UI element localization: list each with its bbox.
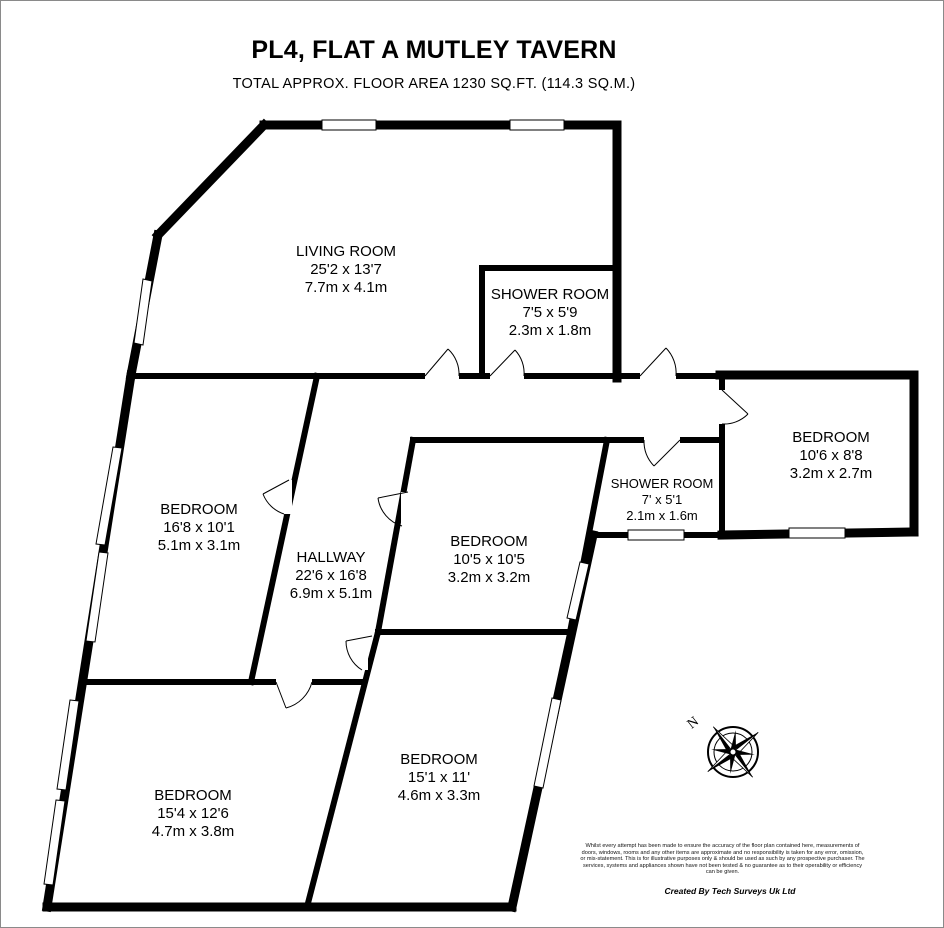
door-living-room [424,348,460,380]
bedroom-middle-name: BEDROOM [450,533,528,550]
window-living-top-1 [321,119,377,131]
window-west-upper [133,278,153,346]
shower-room-2-name: SHOWER ROOM [611,476,714,491]
door-shower-room-2 [643,436,681,467]
window-southwest-bedroom-2 [43,799,66,886]
window-shower2-bottom [627,529,685,541]
shower-room-2-metric: 2.1m x 1.6m [626,508,698,523]
door-shower-room-1 [489,349,525,380]
wall-hallway-west [247,372,321,686]
disclaimer-text: Whilst every attempt has been made to en… [580,843,865,876]
window-middle-bedroom [566,561,590,621]
living-room-imperial: 25'2 x 13'7 [310,261,382,278]
window-west-bedroom [95,446,123,546]
bedroom-south-name: BEDROOM [400,751,478,768]
bedroom-southwest-name: BEDROOM [154,787,232,804]
hallway-name: HALLWAY [297,549,366,566]
credit-text: Created By Tech Surveys Uk Ltd [664,886,796,896]
window-southwest-bedroom [56,699,80,791]
room-labels: LIVING ROOM 25'2 x 13'7 7.7m x 4.1m SHOW… [152,243,873,840]
door-east-bedroom [718,389,749,425]
bedroom-east-imperial: 10'6 x 8'8 [799,447,862,464]
door-south-bedroom [345,635,373,671]
hallway-imperial: 22'6 x 16'8 [295,567,367,584]
door-west-bedroom [262,479,292,515]
bedroom-west-imperial: 16'8 x 10'1 [163,519,235,536]
hallway-metric: 6.9m x 5.1m [290,585,373,602]
bedroom-west-name: BEDROOM [160,501,238,518]
bedroom-east-metric: 3.2m x 2.7m [790,465,873,482]
doors [262,347,749,709]
shower-room-2-imperial: 7' x 5'1 [642,492,682,507]
windows [43,119,846,886]
wall-living-diagonal [151,118,271,242]
wall-middle-bedroom-left [374,436,417,636]
plan-title: PL4, FLAT A MUTLEY TAVERN [251,36,617,64]
compass-north-label: N [685,714,702,732]
door-middle-bedroom [377,491,411,527]
bedroom-south-imperial: 15'1 x 11' [408,769,470,786]
wall-south-bedroom-left [303,628,382,911]
window-south-bedroom [533,697,562,789]
living-room-name: LIVING ROOM [296,243,396,260]
bedroom-south-metric: 4.6m x 3.3m [398,787,481,804]
bedroom-middle-metric: 3.2m x 3.2m [448,569,531,586]
bedroom-southwest-metric: 4.7m x 3.8m [152,823,235,840]
window-west-bedroom-2 [85,551,109,643]
shower-room-1-name: SHOWER ROOM [491,286,609,303]
window-east-bedroom-bottom [788,527,846,539]
living-room-metric: 7.7m x 4.1m [305,279,388,296]
window-living-top-2 [509,119,565,131]
bedroom-middle-imperial: 10'5 x 10'5 [453,551,525,568]
compass-rose-icon: N [685,714,759,778]
door-corridor-east [639,347,677,380]
bedroom-west-metric: 5.1m x 3.1m [158,537,241,554]
floor-area-subtitle: TOTAL APPROX. FLOOR AREA 1230 SQ.FT. (11… [232,76,636,92]
door-southwest-bedroom [275,678,313,709]
bedroom-east-name: BEDROOM [792,429,870,446]
shower-room-1-imperial: 7'5 x 5'9 [523,304,578,321]
bedroom-southwest-imperial: 15'4 x 12'6 [157,805,229,822]
shower-room-1-metric: 2.3m x 1.8m [509,322,592,339]
